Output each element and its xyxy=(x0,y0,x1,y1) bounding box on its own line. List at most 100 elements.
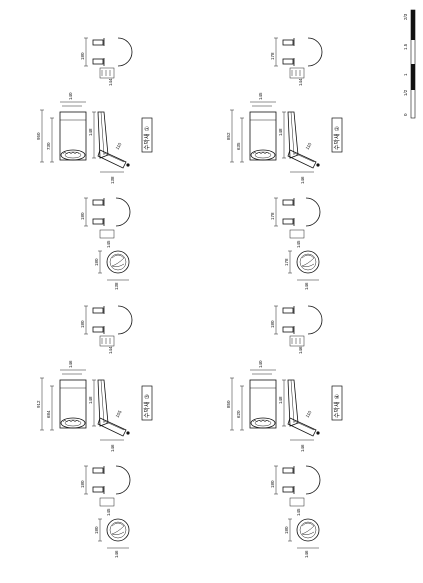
tile-face-ornament xyxy=(64,151,82,159)
dimension-label: 148 xyxy=(278,128,283,136)
tile-round-ornament xyxy=(301,254,315,267)
tile-side-inner xyxy=(100,379,105,424)
dimension-label: 138 xyxy=(110,176,115,184)
tile-face-end xyxy=(250,149,276,161)
dimension-label: 140 xyxy=(68,92,73,100)
tile-round-face-inner xyxy=(299,253,317,271)
tile-name-label: 수막새 ② xyxy=(331,117,343,153)
dimension-label: 146 xyxy=(300,176,305,184)
section-block xyxy=(282,218,294,225)
tile-name-text: 수막새 ② xyxy=(333,126,341,150)
tile-side-inner xyxy=(100,111,105,156)
scale-bar: 0 1/2 1 1.5 2/3 xyxy=(403,9,416,119)
dimension-label: 110 xyxy=(305,141,313,150)
dimension-label: 148 xyxy=(278,396,283,404)
section-arc xyxy=(115,197,131,227)
dimension-label: 148 xyxy=(88,128,93,136)
tile-side-inner xyxy=(290,111,295,156)
section-foot xyxy=(99,67,115,79)
nail-mark xyxy=(316,431,320,435)
tile-name-text: 수막새 ③ xyxy=(143,394,151,418)
section-block xyxy=(92,307,104,314)
dimension-label: 620 xyxy=(236,410,241,418)
tile-name-frame xyxy=(331,117,343,153)
section-arc xyxy=(307,305,323,335)
section-foot xyxy=(289,497,305,507)
tile-round-ornament xyxy=(301,522,315,535)
dimension-label: 145 xyxy=(106,508,111,516)
dimension-label: 180 xyxy=(80,320,85,328)
scale-tick-label: 1/2 xyxy=(403,89,408,96)
tile-round-face-inner xyxy=(299,521,317,539)
dimension-label: 180 xyxy=(80,480,85,488)
scale-bar-segment xyxy=(411,64,415,90)
section-hatch xyxy=(291,70,301,76)
tile-angled-inner xyxy=(293,152,315,163)
dimension-label: 146 xyxy=(68,360,73,368)
tile-angled-detail xyxy=(97,417,127,437)
section-arc xyxy=(115,465,131,495)
section-foot xyxy=(99,497,115,507)
section-hatch xyxy=(101,70,111,76)
dimension-label: 852 xyxy=(226,132,231,140)
tile-name-frame xyxy=(331,385,343,421)
tile-round-face-inner xyxy=(109,253,127,271)
tile-round-face xyxy=(106,250,130,274)
dimension-label: 180 xyxy=(94,526,99,534)
tile-name-label: 수막새 ③ xyxy=(141,385,153,421)
section-block xyxy=(92,39,104,46)
section-block xyxy=(92,467,104,474)
scale-bar-segment xyxy=(411,10,415,40)
dimension-label: 145 xyxy=(296,508,301,516)
nail-mark xyxy=(126,163,130,167)
dimension-label: 730 xyxy=(46,142,51,150)
dimension-label: 105 xyxy=(115,409,123,418)
section-block xyxy=(282,307,294,314)
dimension-label: 684 xyxy=(46,410,51,418)
tile-name-label: 수막새 ④ xyxy=(331,385,343,421)
dimension-label: 146 xyxy=(114,550,119,558)
dimension-label: 110 xyxy=(115,141,123,150)
tile-name-text: 수막새 ④ xyxy=(333,394,341,418)
section-block xyxy=(282,486,294,493)
tile-face-ornament xyxy=(64,419,82,427)
tile-face-ornament xyxy=(254,419,272,427)
dimension-label: 144 xyxy=(108,346,113,354)
tile-angled-detail xyxy=(97,149,127,169)
scale-tick-label: 1.5 xyxy=(403,43,408,50)
dimension-label: 950 xyxy=(36,132,41,140)
nail-mark xyxy=(126,431,130,435)
tile-round-face xyxy=(296,518,320,542)
tile-angled-inner xyxy=(293,420,315,431)
dimension-label: 850 xyxy=(226,400,231,408)
section-block xyxy=(92,486,104,493)
dimension-label: 145 xyxy=(106,240,111,248)
tile-face-end xyxy=(250,417,276,429)
dimension-label: 912 xyxy=(36,400,41,408)
dimension-label: 180 xyxy=(270,320,275,328)
dimension-label: 140 xyxy=(258,360,263,368)
tile-name-text: 수막새 ① xyxy=(143,126,151,150)
section-arc xyxy=(307,37,323,67)
dimension-label: 180 xyxy=(80,212,85,220)
section-foot xyxy=(289,229,305,239)
scale-tick-label: 1 xyxy=(403,73,408,76)
dimension-label: 144 xyxy=(298,78,303,86)
section-block xyxy=(282,58,294,65)
dimension-label: 138 xyxy=(114,282,119,290)
tile-face-pattern xyxy=(252,152,270,155)
section-arc xyxy=(305,465,321,495)
section-block xyxy=(282,39,294,46)
tile-angled-detail xyxy=(287,149,317,169)
section-block xyxy=(92,199,104,206)
section-foot xyxy=(289,67,305,79)
dimension-label: 148 xyxy=(88,396,93,404)
scale-tick-label: 2/3 xyxy=(403,13,408,20)
dimension-label: 180 xyxy=(284,526,289,534)
tile-angled-detail xyxy=(287,417,317,437)
tile-face-pattern xyxy=(252,420,270,423)
tile-round-face-inner xyxy=(109,521,127,539)
